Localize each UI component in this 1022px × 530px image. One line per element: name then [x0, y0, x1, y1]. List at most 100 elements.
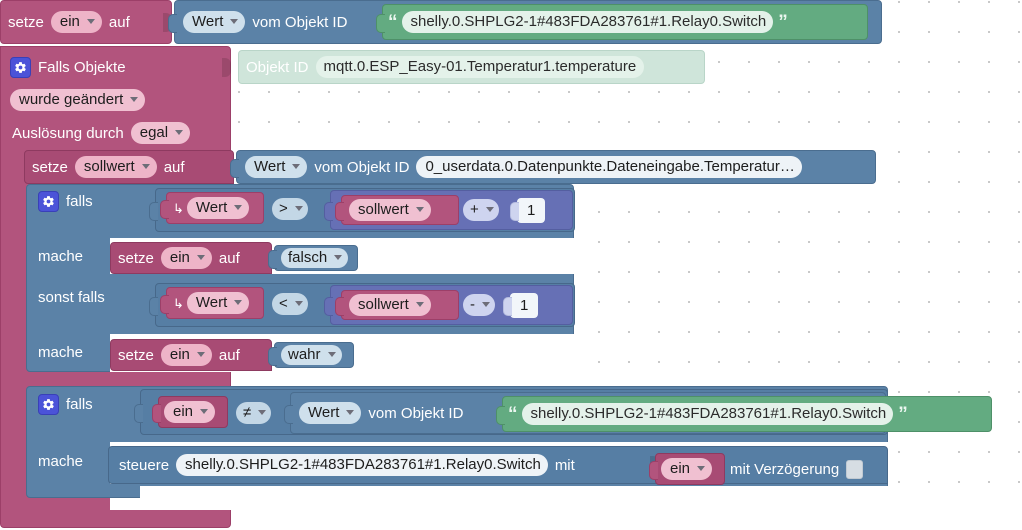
to-keyword: auf: [163, 158, 185, 176]
chevron-down-icon: [346, 410, 355, 415]
set-keyword: setze: [118, 346, 154, 364]
chevron-down-icon: [697, 466, 706, 471]
left-plug: [335, 297, 344, 316]
trigger-objectid-socket: [222, 58, 231, 77]
set-keyword: setze: [32, 158, 68, 176]
block-variable-wert-2[interactable]: ↳ Wert: [160, 287, 264, 319]
block-control-steuere[interactable]: steuere shelly.0.SHPLG2-1#483FDA283761#1…: [108, 446, 888, 484]
gear-icon[interactable]: [10, 56, 31, 78]
compare-operator-dropdown-2[interactable]: <: [272, 292, 308, 315]
trigger-by-value: egal: [139, 124, 169, 141]
sollwert-dropdown-1[interactable]: sollwert: [349, 199, 431, 221]
do-variable-value-1: ein: [169, 249, 190, 266]
objectid-text-field-sollwert[interactable]: 0_userdata.0.Datenpunkte.Dateneingabe.Te…: [416, 156, 802, 178]
compare-left-value-2: Wert: [195, 294, 228, 311]
block-bool-wahr[interactable]: wahr: [268, 342, 354, 368]
arith-operator-value-2: -: [470, 296, 475, 313]
block-variable-sollwert-2[interactable]: sollwert: [335, 290, 459, 320]
relay-operator-value: ≠: [243, 403, 252, 421]
compare-left-dropdown-1[interactable]: Wert: [186, 197, 250, 219]
bool-value-2: wahr: [288, 346, 321, 363]
sollwert-variable-dropdown[interactable]: sollwert: [74, 156, 157, 178]
trigger-condition-dropdown[interactable]: wurde geändert: [10, 89, 146, 111]
chevron-down-icon: [292, 164, 301, 169]
arith-operator-dropdown-2[interactable]: -: [463, 294, 495, 316]
chevron-down-icon: [485, 207, 494, 212]
trigger-by-dropdown[interactable]: egal: [130, 122, 191, 144]
do-variable-dropdown-2[interactable]: ein: [160, 344, 212, 366]
chevron-down-icon: [415, 207, 424, 212]
control-value-dropdown[interactable]: ein: [661, 458, 713, 480]
with-keyword: mit: [554, 456, 575, 474]
from-object-id-label: vom Objekt ID: [252, 13, 348, 31]
to-keyword: auf: [218, 249, 240, 267]
value-type-label: Wert: [192, 13, 224, 30]
block-set-variable-top[interactable]: setze ein auf: [0, 0, 172, 44]
to-keyword: auf: [108, 13, 130, 31]
trigger-title: Falls Objekte: [38, 58, 126, 76]
block-text-objectid-top[interactable]: “ shelly.0.SHPLG2-1#483FDA283761#1.Relay…: [376, 4, 868, 40]
block-variable-wert-1[interactable]: ↳ Wert: [160, 192, 264, 224]
from-object-id-label: vom Objekt ID: [314, 158, 410, 176]
left-plug: [134, 404, 143, 423]
trigger-by-row: Auslösung durch egal: [10, 121, 230, 145]
block-set-ein-wahr[interactable]: setze ein auf: [110, 339, 272, 371]
objectid-text-field-trigger[interactable]: mqtt.0.ESP_Easy-01.Temperatur1.temperatu…: [315, 56, 645, 78]
arith-number-field-1[interactable]: 1: [517, 197, 546, 223]
chevron-down-icon: [196, 352, 205, 357]
relay-operator-dropdown[interactable]: ≠: [236, 401, 272, 424]
block-text-objectid-relay[interactable]: “ shelly.0.SHPLG2-1#483FDA283761#1.Relay…: [496, 396, 992, 432]
bool-dropdown-2[interactable]: wahr: [281, 345, 342, 365]
from-object-id-label: vom Objekt ID: [368, 404, 464, 422]
if-relay-header-row: falls: [38, 391, 158, 417]
control-target-field[interactable]: shelly.0.SHPLG2-1#483FDA283761#1.Relay0.…: [176, 454, 548, 476]
bool-value-1: falsch: [288, 249, 328, 266]
compare-left-dropdown-2[interactable]: Wert: [186, 292, 250, 314]
left-plug: [335, 202, 344, 221]
block-set-sollwert[interactable]: setze sollwert auf: [24, 150, 234, 184]
value-type-dropdown-sollwert[interactable]: Wert: [245, 156, 308, 178]
compare-operator-2-wrap: <: [272, 291, 318, 316]
do-variable-dropdown-1[interactable]: ein: [160, 247, 212, 269]
set-variable-dropdown[interactable]: ein: [50, 11, 102, 33]
block-get-value-sollwert[interactable]: Wert vom Objekt ID 0_userdata.0.Datenpun…: [230, 150, 876, 184]
relay-left-value: ein: [173, 403, 194, 420]
indent-arrow-icon: ↳: [173, 295, 184, 311]
chevron-down-icon: [130, 97, 139, 102]
block-bool-falsch[interactable]: falsch: [268, 245, 358, 271]
block-variable-ein-relay[interactable]: ein: [152, 396, 228, 428]
if-keyword: falls: [66, 192, 93, 210]
block-objectid-trigger[interactable]: Objekt ID mqtt.0.ESP_Easy-01.Temperatur1…: [238, 50, 705, 84]
bool-dropdown-1[interactable]: falsch: [281, 248, 349, 268]
elseif-label-wrap: sonst falls: [38, 285, 148, 309]
block-set-ein-falsch[interactable]: setze ein auf: [110, 242, 272, 274]
control-delay-wrap: mit Verzögerung: [730, 455, 890, 483]
chevron-down-icon: [415, 302, 424, 307]
gear-icon[interactable]: [38, 190, 59, 212]
compare-operator-value-1: >: [279, 199, 288, 217]
value-type-dropdown-top[interactable]: Wert: [183, 11, 246, 33]
do-keyword-1: mache: [38, 247, 84, 265]
sollwert-dropdown-2[interactable]: sollwert: [349, 294, 431, 316]
objectid-text-field-relay[interactable]: shelly.0.SHPLG2-1#483FDA283761#1.Relay0.…: [521, 403, 894, 425]
set-keyword: setze: [118, 249, 154, 267]
chevron-down-icon: [234, 205, 243, 210]
compare-operator-dropdown-1[interactable]: >: [272, 197, 308, 220]
chevron-down-icon: [230, 19, 239, 24]
arith-operator-dropdown-1[interactable]: +: [463, 199, 499, 221]
relay-left-dropdown[interactable]: ein: [164, 401, 216, 423]
gear-icon[interactable]: [38, 393, 59, 415]
left-plug: [268, 347, 277, 366]
block-control-value-ein[interactable]: ein: [649, 453, 725, 485]
trigger-condition-row: wurde geändert: [10, 88, 225, 112]
sollwert-value-2: sollwert: [358, 296, 409, 313]
left-plug: [160, 200, 169, 219]
value-type-dropdown-relay[interactable]: Wert: [299, 402, 362, 424]
delay-checkbox[interactable]: [846, 459, 864, 479]
block-variable-sollwert-1[interactable]: sollwert: [335, 195, 459, 225]
arith-number-field-2[interactable]: 1: [510, 292, 539, 318]
objectid-text-field-top[interactable]: shelly.0.SHPLG2-1#483FDA283761#1.Relay0.…: [401, 11, 774, 33]
left-plug: [152, 404, 161, 423]
chevron-down-icon: [294, 300, 303, 306]
